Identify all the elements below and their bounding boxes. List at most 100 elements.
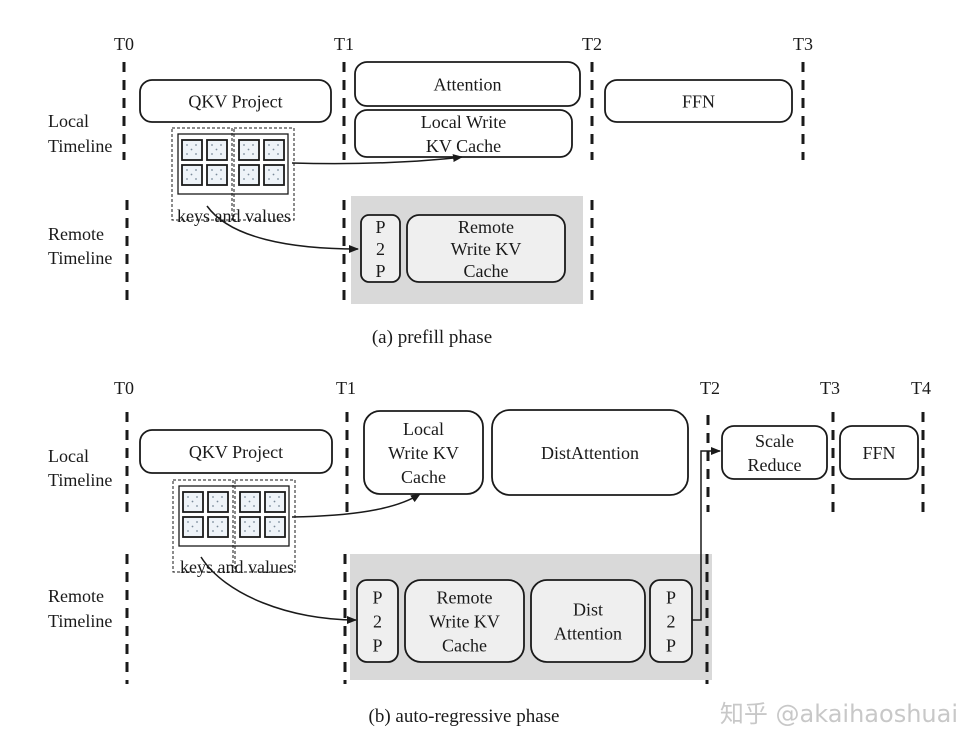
remote-write-label-line: Cache xyxy=(464,261,509,281)
time-marker-t0: T0 xyxy=(114,34,134,54)
p2p-in-label-line: P xyxy=(372,635,382,655)
scale-reduce-label-line: Reduce xyxy=(748,455,802,475)
remote-write-label-line: Remote xyxy=(437,587,493,607)
kv-dot xyxy=(211,169,213,171)
qkv-block xyxy=(139,79,332,123)
local-write-block xyxy=(363,410,484,495)
time-marker-t1: T1 xyxy=(336,378,356,398)
kv-dot xyxy=(272,148,275,151)
kv-dot xyxy=(268,153,270,155)
remote-write-label-line: Write KV xyxy=(429,611,500,631)
kv-dot xyxy=(212,530,214,532)
kv-dot xyxy=(273,525,276,528)
dist-attention-label-line: DistAttention xyxy=(541,443,639,463)
row-label-remote: Timeline xyxy=(48,248,112,268)
kv-dot xyxy=(195,169,197,171)
kv-dot xyxy=(221,521,223,523)
kv-dot xyxy=(186,144,188,146)
row-label-remote: Remote xyxy=(48,586,104,606)
kv-dot xyxy=(268,178,270,180)
p2p-out-block xyxy=(649,579,693,663)
arrow-kv-to-local-write xyxy=(291,154,463,165)
dist-attention-remote-label-line: Dist xyxy=(573,599,603,619)
kv-dot xyxy=(269,496,271,498)
kv-dot xyxy=(186,178,188,180)
kv-dot xyxy=(187,530,189,532)
time-marker-t4: T4 xyxy=(911,378,931,398)
kv-dot xyxy=(248,525,251,528)
kv-dot xyxy=(278,521,280,523)
qkv-label-line: QKV Project xyxy=(189,442,283,462)
kv-dot xyxy=(191,525,194,528)
kv-dashed-keys xyxy=(172,479,234,573)
remote-write-label-line: Remote xyxy=(458,217,514,237)
kv-dot xyxy=(269,521,271,523)
kv-dot xyxy=(196,505,198,507)
time-marker-t2: T2 xyxy=(700,378,720,398)
kv-dot xyxy=(220,169,222,171)
kv-dot xyxy=(277,153,279,155)
kv-dot xyxy=(195,144,197,146)
local-write-label-line: KV Cache xyxy=(426,136,501,156)
local-write-block xyxy=(354,109,573,158)
qkv-block xyxy=(139,429,333,474)
kv-dot xyxy=(253,496,255,498)
kv-dot xyxy=(252,169,254,171)
kv-label: keys and values xyxy=(180,557,294,577)
p2p-in-label-line: 2 xyxy=(373,611,382,631)
kv-dashed-values xyxy=(234,479,296,573)
kv-dot xyxy=(252,144,254,146)
kv-dot xyxy=(243,153,245,155)
kv-dot xyxy=(243,178,245,180)
kv-dot xyxy=(253,530,255,532)
scale-reduce-block xyxy=(721,425,828,480)
kv-dot xyxy=(186,153,188,155)
kv-dot xyxy=(268,169,270,171)
kv-dot xyxy=(221,530,223,532)
arrow-kv-to-local-write xyxy=(291,493,421,518)
kv-dot xyxy=(248,500,251,503)
dist-attention-remote-block xyxy=(530,579,646,663)
kv-dot xyxy=(269,530,271,532)
kv-dot xyxy=(244,496,246,498)
kv-dot xyxy=(277,169,279,171)
kv-dot xyxy=(211,153,213,155)
kv-dot xyxy=(220,144,222,146)
dist-attention-remote-label-line: Attention xyxy=(554,623,622,643)
kv-dot xyxy=(272,173,275,176)
caption-a: (a) prefill phase xyxy=(372,327,492,348)
p2p-in-label-line: P xyxy=(372,587,382,607)
kv-cache-group xyxy=(171,127,295,221)
kv-dot xyxy=(268,144,270,146)
kv-dot xyxy=(190,148,193,151)
kv-label: keys and values xyxy=(177,206,291,226)
p2p-out-label-line: P xyxy=(666,635,676,655)
time-marker-t2: T2 xyxy=(582,34,602,54)
p2p-out-label-line: 2 xyxy=(667,611,676,631)
p2p-label-line: P xyxy=(375,261,385,281)
ffn-label-line: FFN xyxy=(682,91,715,111)
p2p-label-line: 2 xyxy=(376,239,385,259)
kv-dot xyxy=(220,153,222,155)
kv-dot xyxy=(212,496,214,498)
kv-dot xyxy=(247,173,250,176)
kv-dot xyxy=(191,500,194,503)
kv-outer-frame xyxy=(178,485,290,547)
row-label-remote: Remote xyxy=(48,224,104,244)
kv-dot xyxy=(244,530,246,532)
watermark: 知乎 @akaihaoshuai xyxy=(720,700,958,728)
local-write-label-line: Local xyxy=(403,419,444,439)
kv-dot xyxy=(252,153,254,155)
time-marker-t1: T1 xyxy=(334,34,354,54)
kv-dot xyxy=(187,496,189,498)
kv-dot xyxy=(216,500,219,503)
kv-dot xyxy=(277,178,279,180)
qkv-label-line: QKV Project xyxy=(188,91,282,111)
kv-dot xyxy=(190,173,193,176)
kv-dashed-keys xyxy=(171,127,233,221)
kv-dot xyxy=(244,521,246,523)
caption-b: (b) auto-regressive phase xyxy=(369,706,560,727)
kv-dot xyxy=(216,525,219,528)
row-label-remote: Timeline xyxy=(48,611,112,631)
